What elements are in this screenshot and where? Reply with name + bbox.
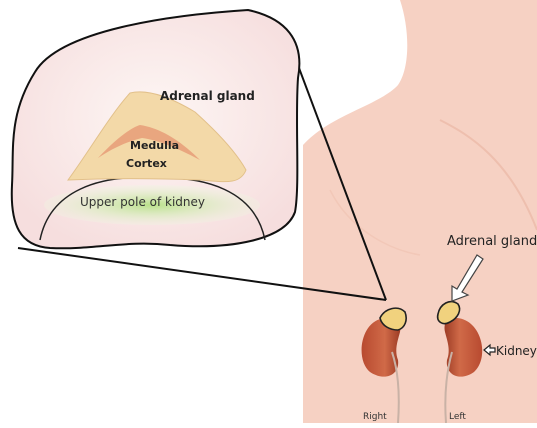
label-adrenal-inset: Adrenal gland	[160, 89, 255, 103]
label-cortex: Cortex	[126, 157, 167, 170]
body-silhouette	[303, 0, 537, 423]
magnified-inset	[12, 10, 300, 248]
label-medulla: Medulla	[130, 139, 179, 152]
label-adrenal-body: Adrenal gland	[447, 234, 537, 249]
label-left: Left	[449, 412, 466, 422]
label-kidney: Kidney	[496, 344, 537, 358]
label-upper-pole: Upper pole of kidney	[80, 195, 205, 209]
label-right: Right	[363, 412, 387, 422]
